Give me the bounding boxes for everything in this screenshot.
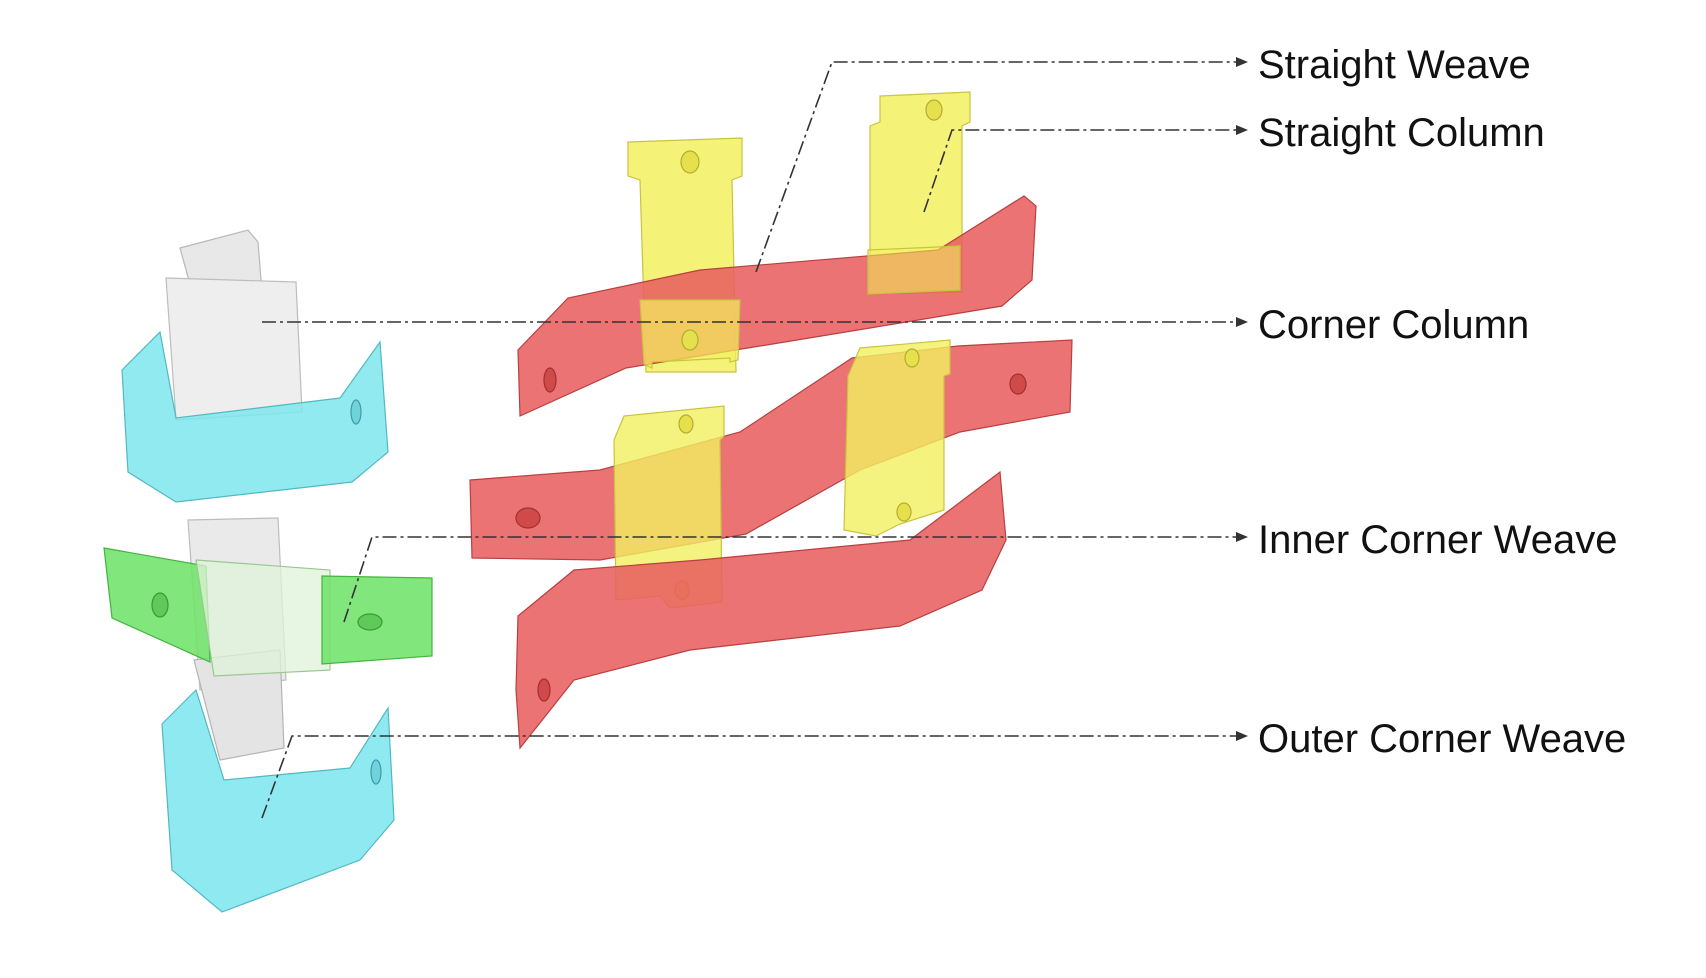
straight-weave-lower xyxy=(515,470,1007,750)
column-2-mid xyxy=(867,245,961,295)
middle-weave-right-hole xyxy=(1009,373,1027,395)
column-2-top-hole xyxy=(925,99,943,121)
upper-weave-hole xyxy=(543,367,557,393)
leader-outer-corner-weave xyxy=(261,735,1236,819)
leader-inner-corner-weave xyxy=(343,536,1236,623)
label-corner-column: Corner Column xyxy=(1258,303,1529,347)
outer-corner-weave-bottom-part xyxy=(161,688,395,913)
inner-weave-left-hole xyxy=(151,592,169,618)
inner-weave-center xyxy=(195,559,331,677)
inner-weave-right-hole xyxy=(357,613,383,631)
leader-arrow-straight-weave xyxy=(1236,57,1248,67)
label-inner-corner-weave: Inner Corner Weave xyxy=(1258,518,1617,562)
straight-assembly xyxy=(469,91,1073,750)
straight-columns-front xyxy=(639,245,961,369)
label-outer-corner-weave: Outer Corner Weave xyxy=(1258,717,1626,761)
outer-weave-top-hole xyxy=(350,399,362,425)
middle-weave-left-hole xyxy=(515,507,541,529)
outer-weave-bottom-body xyxy=(161,688,395,913)
outer-weave-bottom-hole xyxy=(370,759,382,785)
leader-arrow-corner-column xyxy=(1236,317,1248,327)
leader-arrow-inner-corner-weave xyxy=(1236,532,1248,542)
inner-corner-weave-part xyxy=(103,547,433,677)
outer-corner-weave-top-part xyxy=(121,330,389,503)
lower-weave-hole xyxy=(537,678,551,702)
column-4 xyxy=(843,339,951,537)
leader-arrow-outer-corner-weave xyxy=(1236,731,1248,741)
column-3-top-hole xyxy=(678,414,694,434)
part-labels: Straight Weave Straight Column Corner Co… xyxy=(1258,43,1626,761)
leader-straight-column xyxy=(923,129,1236,213)
label-straight-weave: Straight Weave xyxy=(1258,43,1531,87)
column-4-top-hole xyxy=(904,348,920,368)
column-1-top-hole xyxy=(680,150,700,174)
lower-weave-body xyxy=(515,470,1007,750)
leader-lines xyxy=(261,57,1248,819)
leader-arrow-straight-column xyxy=(1236,125,1248,135)
column-1-bottom-hole xyxy=(681,329,699,351)
corner-column-upper-body xyxy=(165,277,303,421)
corner-assembly xyxy=(103,229,433,913)
column-4-bottom-hole xyxy=(896,502,912,522)
label-straight-column: Straight Column xyxy=(1258,111,1545,155)
outer-weave-top-body xyxy=(121,330,389,503)
